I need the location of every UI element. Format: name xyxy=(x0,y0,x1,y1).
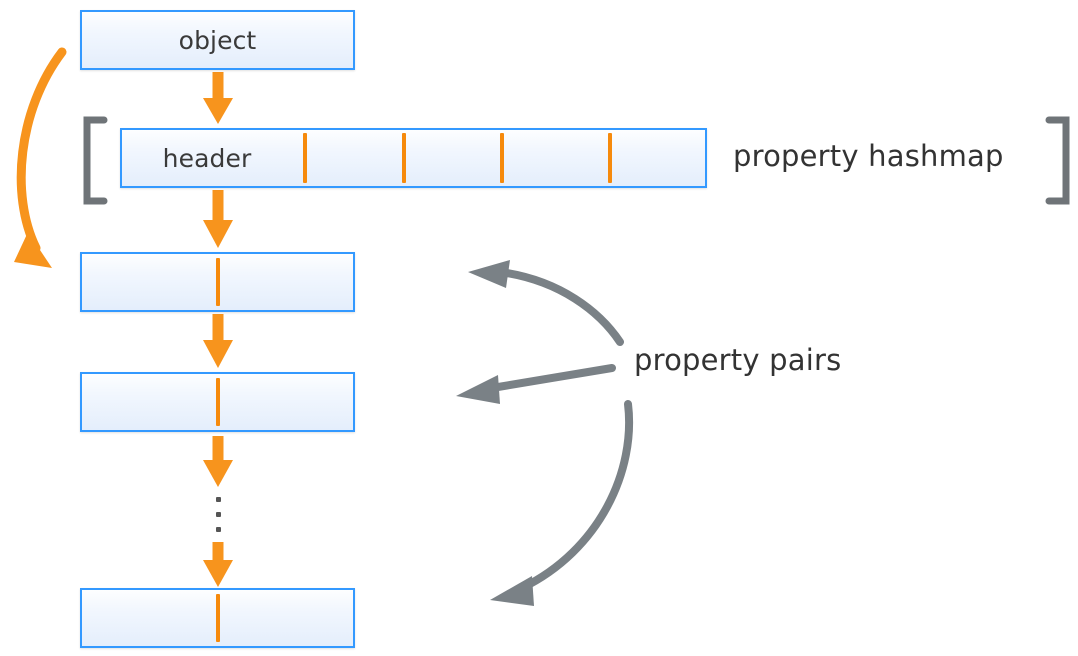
curved-orange-arrow-icon xyxy=(14,47,67,268)
orange-arrow-pair2-to-ellipsis xyxy=(203,436,233,487)
hashmap-tick-1 xyxy=(303,133,307,183)
object-box-label: object xyxy=(178,26,257,55)
orange-arrow-ellipsis-to-pairn xyxy=(203,542,233,587)
gray-arrow-lower-icon xyxy=(490,400,633,606)
header-label: header xyxy=(162,144,252,173)
pair-n-thread xyxy=(216,594,220,642)
object-box[interactable] xyxy=(80,10,355,70)
hashmap-tick-3 xyxy=(500,133,504,183)
property-hashmap-label: property hashmap xyxy=(733,139,1004,173)
pair-2-thread xyxy=(216,378,220,426)
gray-arrow-middle-icon xyxy=(456,364,616,404)
ellipsis-dot-1 xyxy=(216,497,221,502)
hashmap-tick-4 xyxy=(608,133,612,183)
orange-arrow-object-to-header xyxy=(203,72,233,124)
right-bracket-icon xyxy=(1045,116,1070,205)
left-bracket-icon xyxy=(83,116,108,205)
hashmap-tick-2 xyxy=(402,133,406,183)
pair-1-thread xyxy=(216,258,220,306)
ellipsis-dot-2 xyxy=(216,512,221,517)
orange-arrow-pair1-to-pair2 xyxy=(203,314,233,368)
property-pairs-label: property pairs xyxy=(634,343,842,377)
ellipsis-dot-3 xyxy=(216,527,221,532)
orange-arrow-header-to-pair1 xyxy=(203,190,233,248)
gray-arrow-upper-icon xyxy=(468,260,624,346)
